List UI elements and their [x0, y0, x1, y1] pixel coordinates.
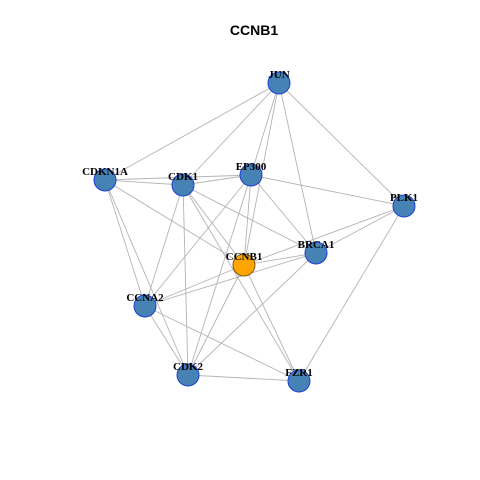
edge-jun-brca1 — [278, 82, 317, 254]
node-label-ccnb1: CCNB1 — [226, 251, 263, 263]
node-ccnb1: CCNB1 — [226, 251, 263, 277]
node-circle-ep300 — [239, 163, 263, 187]
node-cdk1: CDK1 — [168, 171, 198, 197]
node-label-brca1: BRCA1 — [298, 239, 335, 251]
graph-title: CCNB1 — [230, 22, 278, 38]
edge-ep300-brca1 — [250, 174, 317, 254]
node-jun: JUN — [267, 69, 291, 95]
nodes-layer: JUN CDKN1A CDK1 EP300PLK1BRCA1CCNB1CCNA2CDK… — [82, 69, 418, 393]
edge-ep300-ccna2 — [144, 174, 252, 307]
node-label-ep300: EP300 — [236, 161, 267, 173]
edge-plk1-ccnb1 — [243, 205, 405, 266]
edge-plk1-brca1 — [315, 205, 405, 254]
edges-layer — [104, 82, 405, 382]
node-label-cdk2: CDK2 — [173, 361, 203, 373]
edge-cdkn1a-cdk2 — [104, 179, 189, 376]
edge-ccnb1-ccna2 — [144, 264, 245, 307]
node-ccna2: CCNA2 — [126, 292, 164, 318]
edge-jun-plk1 — [278, 82, 405, 207]
edge-jun-ep300 — [250, 82, 280, 176]
node-label-jun: JUN — [268, 69, 289, 81]
node-plk1: PLK1 — [390, 192, 418, 218]
edge-cdk1-ccna2 — [144, 184, 184, 307]
edge-cdk1-fzr1 — [182, 184, 300, 382]
node-circle-cdk1 — [171, 173, 195, 197]
edge-cdk2-fzr1 — [187, 374, 300, 382]
edge-brca1-ccnb1 — [243, 252, 317, 266]
node-circle-fzr1 — [287, 369, 311, 393]
edge-ccna2-cdk2 — [144, 305, 189, 376]
node-circle-cdk2 — [176, 363, 200, 387]
edge-cdk1-cdk2 — [182, 184, 189, 376]
edge-cdkn1a-ccnb1 — [104, 179, 245, 266]
edge-ccnb1-fzr1 — [243, 264, 300, 382]
edge-ccnb1-cdk2 — [187, 264, 245, 376]
edge-brca1-cdk2 — [187, 252, 317, 376]
node-label-fzr1: FZR1 — [285, 367, 313, 379]
node-circle-jun — [267, 71, 291, 95]
node-circle-ccnb1 — [232, 253, 256, 277]
node-circle-brca1 — [304, 241, 328, 265]
edge-ep300-ccnb1 — [243, 174, 252, 266]
edge-plk1-fzr1 — [298, 205, 405, 382]
edge-brca1-ccna2 — [144, 252, 317, 307]
node-label-plk1: PLK1 — [390, 192, 418, 204]
edge-jun-cdk1 — [182, 82, 280, 186]
node-circle-cdkn1a — [93, 168, 117, 192]
node-circle-plk1 — [392, 194, 416, 218]
edge-jun-cdkn1a — [104, 82, 280, 181]
node-circle-ccna2 — [133, 294, 157, 318]
edge-cdkn1a-cdk1 — [104, 179, 184, 186]
node-brca1: BRCA1 — [298, 239, 335, 265]
node-cdk2: CDK2 — [173, 361, 203, 387]
node-fzr1: FZR1 — [285, 367, 313, 393]
edge-ccna2-fzr1 — [144, 305, 300, 382]
node-ep300: EP300 — [236, 161, 267, 187]
node-label-cdkn1a: CDKN1A — [82, 166, 128, 178]
edge-cdkn1a-ccna2 — [104, 179, 146, 307]
edge-cdk1-brca1 — [182, 184, 317, 254]
edge-ep300-plk1 — [250, 174, 405, 207]
node-label-cdk1: CDK1 — [168, 171, 198, 183]
node-label-ccna2: CCNA2 — [126, 292, 164, 304]
edge-cdk1-ccnb1 — [182, 184, 245, 266]
node-cdkn1a: CDKN1A — [82, 166, 128, 192]
